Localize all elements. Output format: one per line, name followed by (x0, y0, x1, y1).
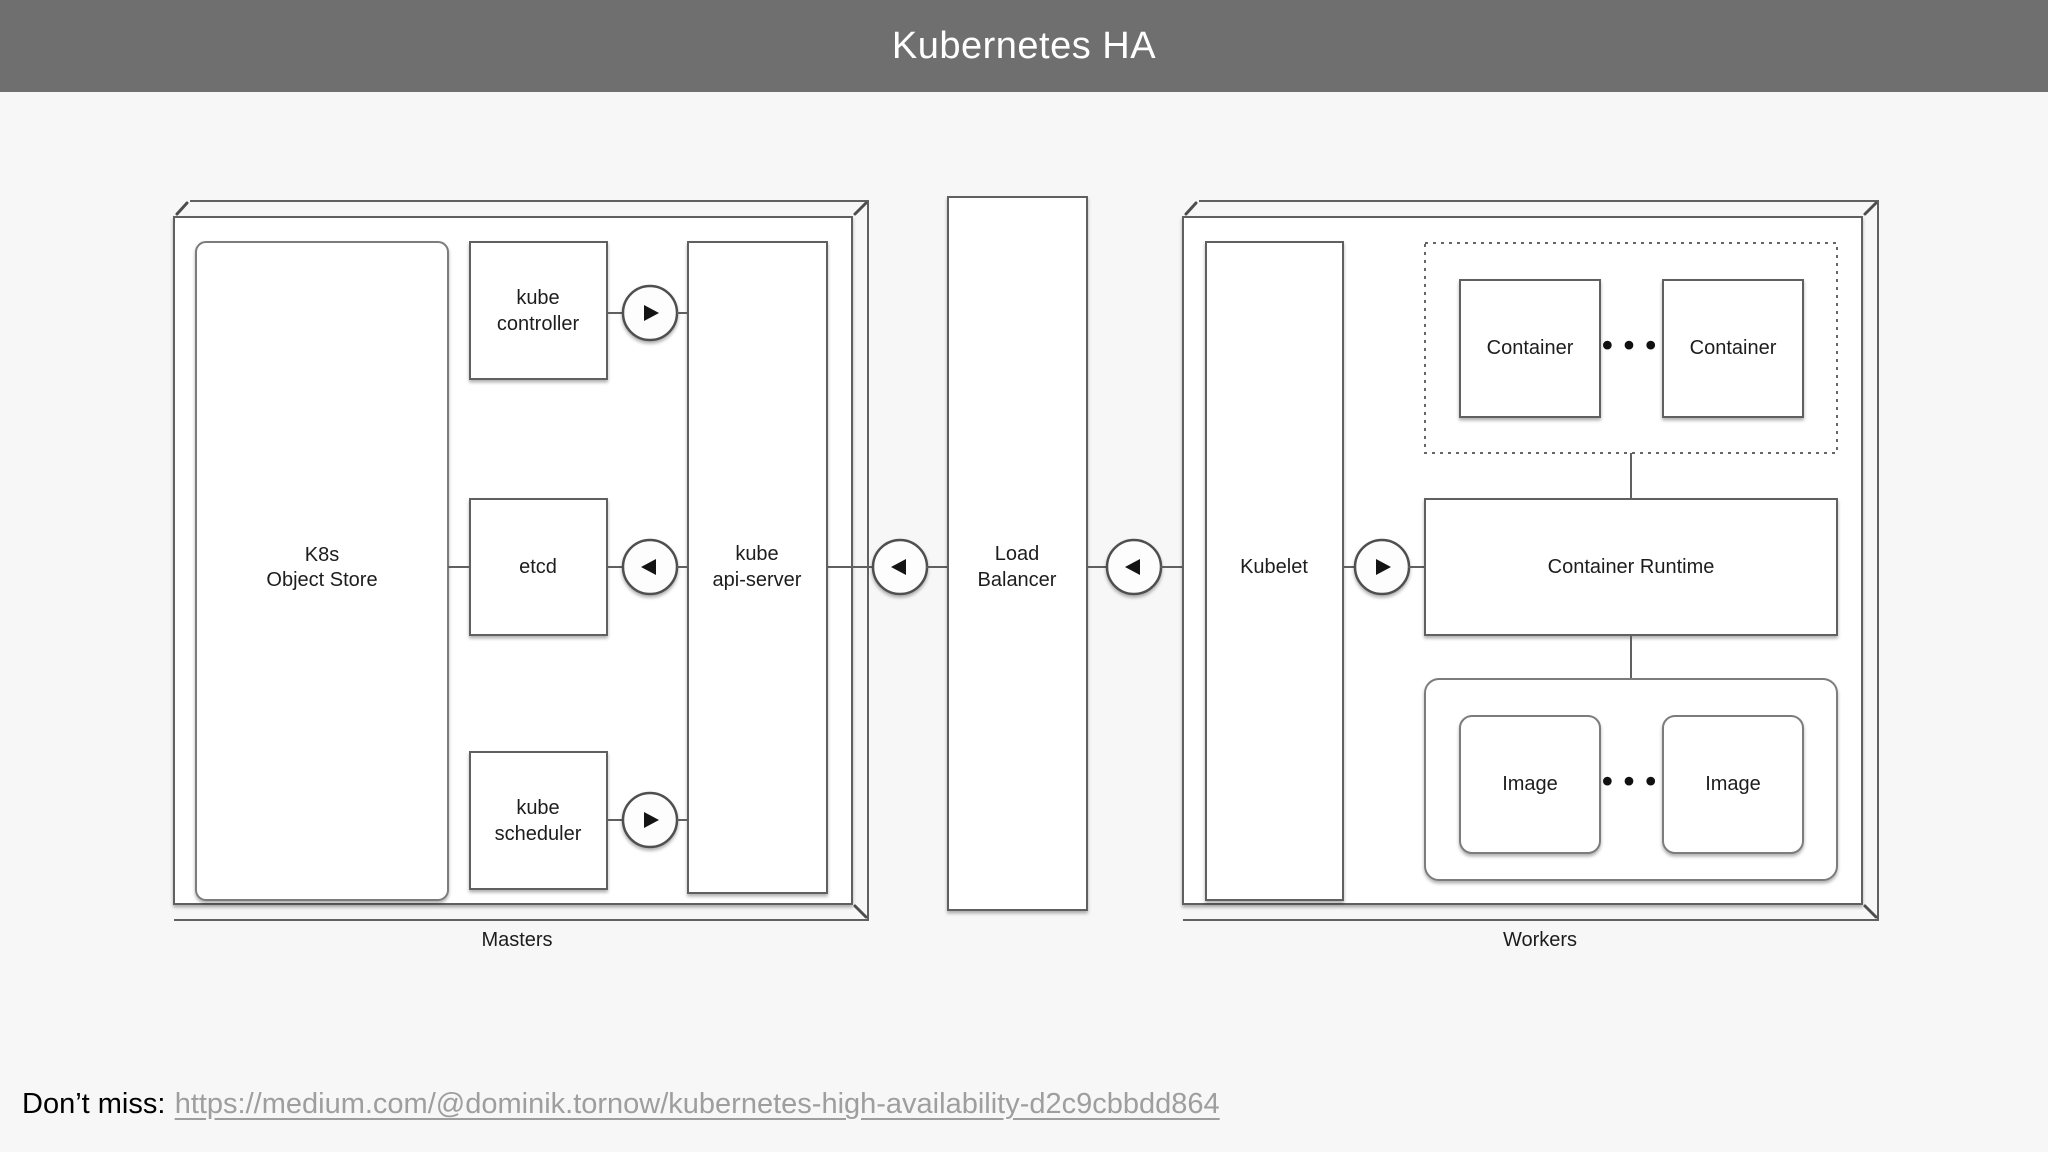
page-title: Kubernetes HA (891, 24, 1157, 67)
container-runtime-label: Container Runtime (1548, 556, 1715, 578)
container-label-1: Container (1487, 337, 1574, 359)
arrow-right-icon (644, 305, 659, 321)
arrow-left-icon (891, 559, 906, 575)
image-node-1 (1459, 715, 1601, 854)
arrow-right-icon (644, 812, 659, 828)
load-balancer-node-group: Load Balancer (947, 196, 1088, 911)
image-node-2 (1662, 715, 1804, 854)
load-balancer-label-line2: Balancer (978, 569, 1057, 591)
stack-corner-tick (853, 201, 868, 216)
k8s-object-store-label-line2: Object Store (266, 569, 377, 591)
arrow-left-icon (641, 559, 656, 575)
medium-article-link[interactable]: https://medium.com/@dominik.tornow/kuber… (174, 1088, 1220, 1120)
stack-corner-tick (1863, 904, 1878, 919)
kube-api-server-label-line2: api-server (713, 569, 802, 591)
footer-prefix-text: Don’t miss: (22, 1088, 166, 1120)
workers-stack-back-sheet (1183, 200, 1879, 921)
workers-group-label: Workers (1503, 929, 1577, 951)
ellipsis-dots: ••• (1598, 330, 1663, 365)
container-runtime-node (1424, 498, 1838, 636)
container-label-2: Container (1690, 337, 1777, 359)
image-label-2: Image (1705, 773, 1761, 795)
etcd-label: etcd (519, 556, 557, 578)
stack-corner-tick (1863, 201, 1878, 216)
stack-corner-tick (1184, 201, 1198, 216)
kube-api-server-node (687, 241, 828, 894)
load-balancer-label-line1: Load (995, 543, 1040, 565)
kube-controller-label-line2: controller (497, 313, 580, 335)
container-node-2 (1662, 279, 1804, 418)
kube-scheduler-node (469, 751, 608, 890)
kube-scheduler-label-line2: scheduler (495, 823, 582, 845)
k8s-object-store-label-line1: K8s (305, 544, 339, 566)
kube-controller-label-line1: kube (516, 287, 559, 309)
title-bar: Kubernetes HA (0, 0, 2048, 92)
arrow-left-icon (1125, 559, 1140, 575)
masters-node-group: K8s Object Store kube controller etcd ku… (173, 200, 869, 951)
footer-note: Don’t miss:https://medium.com/@dominik.t… (22, 1088, 1220, 1121)
stack-corner-tick (853, 904, 868, 919)
image-label-1: Image (1502, 773, 1558, 795)
kube-api-server-label-line1: kube (735, 543, 778, 565)
masters-stack-back-sheet (174, 200, 869, 921)
workers-node-group: Kubelet Container ••• Container Containe… (1182, 200, 1879, 951)
kubelet-label: Kubelet (1240, 556, 1308, 578)
masters-group-label: Masters (481, 929, 552, 951)
kube-scheduler-label-line1: kube (516, 797, 559, 819)
load-balancer-node (947, 196, 1088, 911)
arrow-right-icon (1376, 559, 1391, 575)
k8s-object-store-node (195, 241, 449, 901)
container-node-1 (1459, 279, 1601, 418)
kubelet-node (1205, 241, 1344, 901)
stack-corner-tick (175, 201, 189, 216)
kube-controller-node (469, 241, 608, 380)
ellipsis-dots: ••• (1598, 766, 1663, 801)
